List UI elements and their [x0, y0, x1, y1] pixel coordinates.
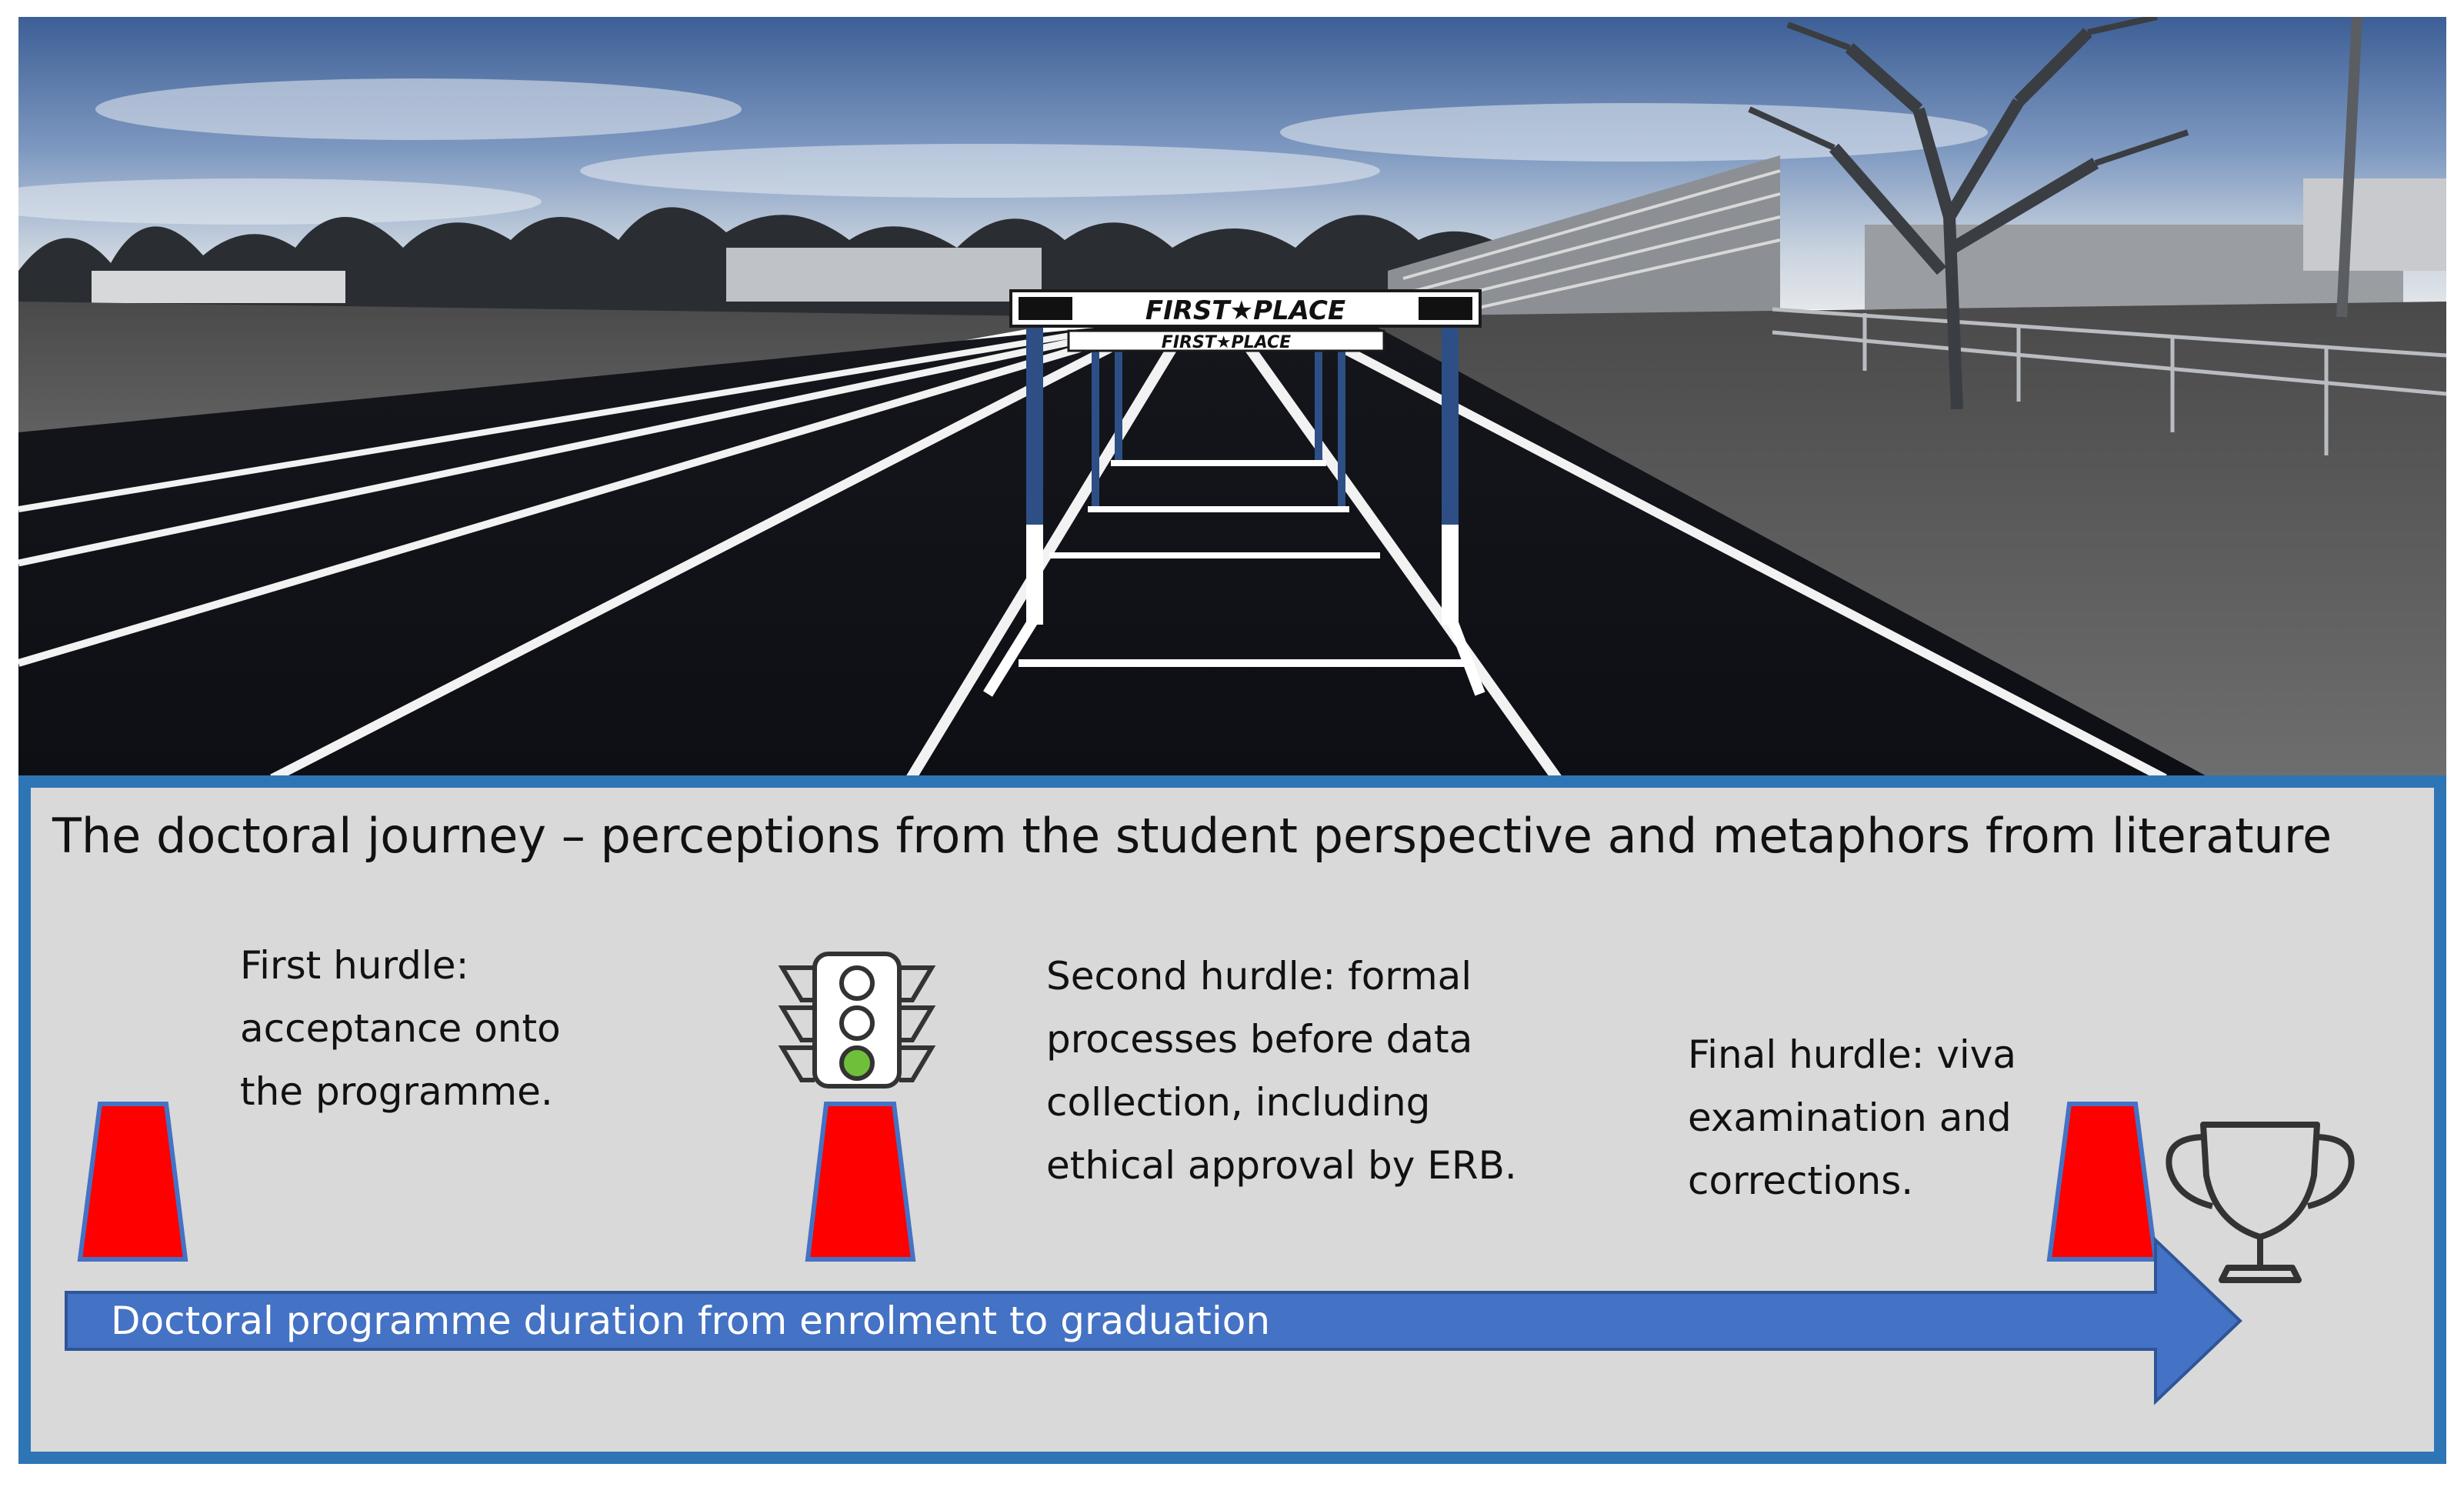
grass-right	[1326, 302, 2446, 779]
hurdle-brand-text: FIRST★PLACE	[1145, 295, 1345, 326]
hurdle-brand-text-far: FIRST★PLACE	[1162, 333, 1291, 352]
final-hurdle-text: Final hurdle: viva examination and corre…	[1688, 1032, 2029, 1203]
duration-arrow	[65, 1236, 2242, 1405]
tree	[1748, 17, 2189, 410]
doctoral-journey-panel: The doctoral journey – perceptions from …	[18, 775, 2446, 1464]
final-hurdle-line: Final hurdle: viva	[1688, 1032, 2016, 1077]
cone-icon	[77, 1102, 188, 1262]
first-hurdle-line: First hurdle:	[240, 943, 468, 988]
building	[726, 248, 1042, 302]
light-pole	[2336, 17, 2362, 318]
hurdles-track-photo: FIRST★PLACE FIRST★PLACE	[18, 17, 2446, 779]
first-hurdle-text: First hurdle: acceptance onto the progra…	[240, 943, 573, 1114]
second-hurdle-line: ethical approval by ERB.	[1046, 1143, 1517, 1188]
final-hurdle-line: examination and	[1688, 1095, 2012, 1140]
diagram-title: The doctoral journey – perceptions from …	[52, 808, 2332, 864]
hurdles: FIRST★PLACE FIRST★PLACE	[983, 289, 1485, 697]
cone-icon	[2046, 1102, 2159, 1262]
track	[18, 325, 2211, 779]
first-hurdle-line: the programme.	[240, 1069, 553, 1114]
building	[2303, 178, 2446, 271]
cone-icon	[805, 1102, 916, 1262]
fence	[1772, 307, 2446, 455]
traffic-light-icon	[778, 952, 936, 1089]
lane-lines	[18, 331, 2167, 779]
final-hurdle-line: corrections.	[1688, 1159, 1913, 1203]
building	[92, 271, 345, 303]
trophy-icon	[2166, 1122, 2355, 1283]
first-hurdle-line: acceptance onto	[240, 1006, 561, 1051]
second-hurdle-line: Second hurdle: formal	[1046, 954, 1472, 999]
second-hurdle-line: collection, including	[1046, 1080, 1430, 1125]
second-hurdle-line: processes before data	[1046, 1017, 1472, 1062]
second-hurdle-text: Second hurdle: formal processes before d…	[1046, 954, 1517, 1188]
duration-arrow-label: Doctoral programme duration from enrolme…	[111, 1299, 1270, 1343]
clouds	[18, 78, 1988, 225]
